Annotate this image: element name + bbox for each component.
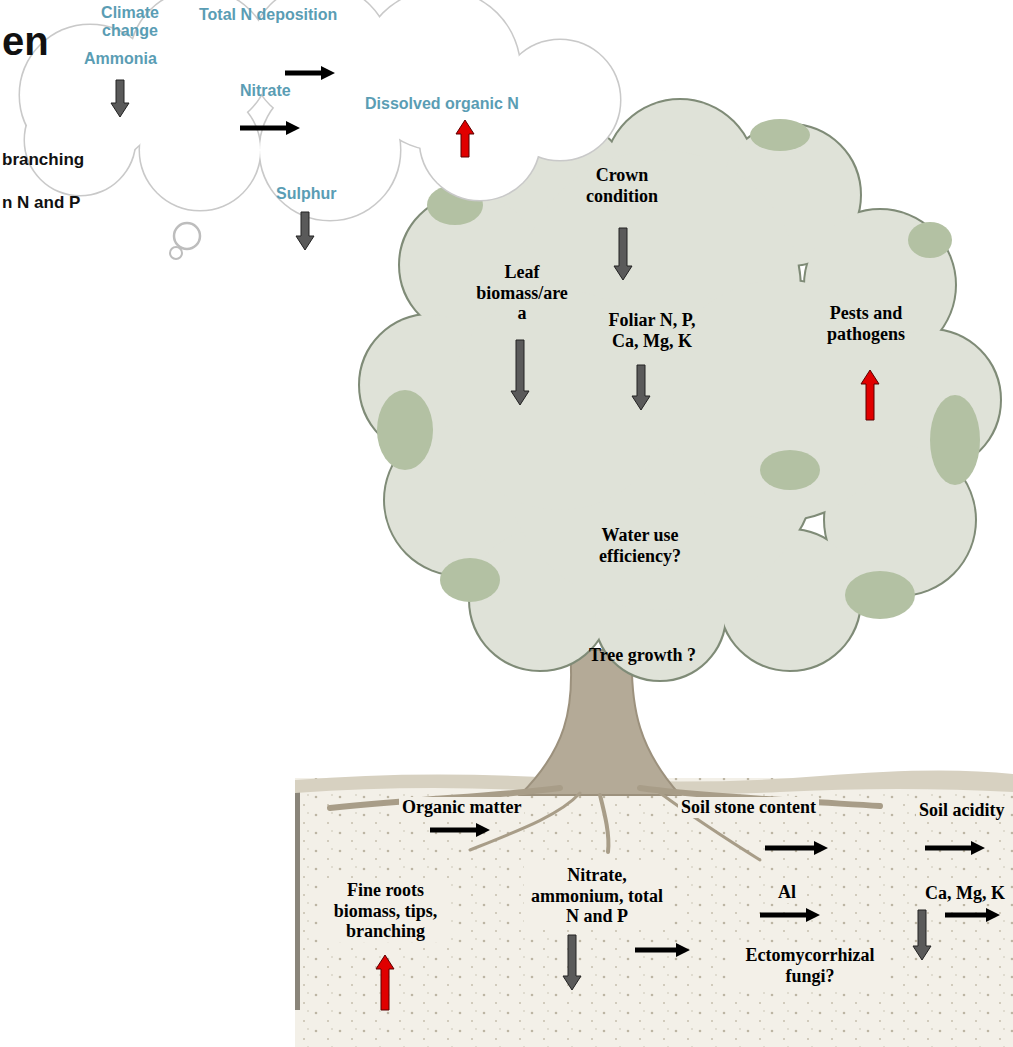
cloud-label: Dissolved organic N xyxy=(365,95,519,113)
slide-title-fragment: en xyxy=(2,18,49,64)
bullet-fragment: branching xyxy=(2,150,84,170)
cloud-shape xyxy=(0,0,625,272)
tree-label: Leaf biomass/are a xyxy=(475,262,569,324)
bullet-fragment: n N and P xyxy=(2,193,80,213)
soil-label: Soil stone content xyxy=(678,797,819,818)
cloud-label: Nitrate xyxy=(240,82,291,100)
cloud-label: Total N deposition xyxy=(199,6,337,24)
tree-label: Pests and pathogens xyxy=(811,303,921,344)
tree-label: Foliar N, P, Ca, Mg, K xyxy=(597,310,707,351)
soil-label: Ca, Mg, K xyxy=(922,883,1008,904)
cloud-label: Climate change xyxy=(90,4,170,41)
soil-label: Al xyxy=(775,882,799,903)
soil-label: Organic matter xyxy=(399,797,524,818)
cloud-label: Sulphur xyxy=(276,185,336,203)
tree-label: Crown condition xyxy=(567,165,677,206)
soil-label: Fine roots biomass, tips, branching xyxy=(320,880,451,942)
soil-label: Ectomycorrhizal fungi? xyxy=(732,945,888,986)
soil-label: Nitrate, ammonium, total N and P xyxy=(524,865,670,927)
tree-label: Water use efficiency? xyxy=(585,525,695,566)
tree-label: Tree growth ? xyxy=(589,645,696,666)
thought-cloud: Climate change Total N depositionAmmoniaN… xyxy=(0,0,625,272)
cloud-label: Ammonia xyxy=(84,50,157,68)
soil-label: Soil acidity xyxy=(916,800,1008,821)
